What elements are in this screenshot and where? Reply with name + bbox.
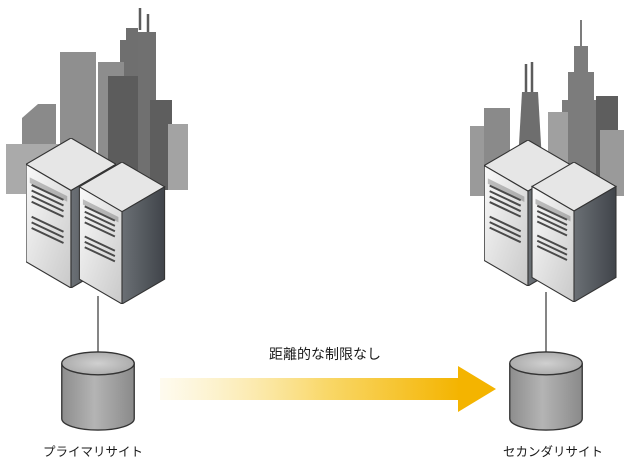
replication-arrow	[160, 366, 496, 412]
primary-site-label: プライマリサイト	[42, 444, 143, 459]
primary-database-icon	[61, 351, 135, 431]
link-label: 距離的な制限なし	[269, 347, 381, 363]
secondary-site-label: セカンダリサイト	[502, 444, 603, 459]
secondary-database-icon	[509, 351, 583, 431]
